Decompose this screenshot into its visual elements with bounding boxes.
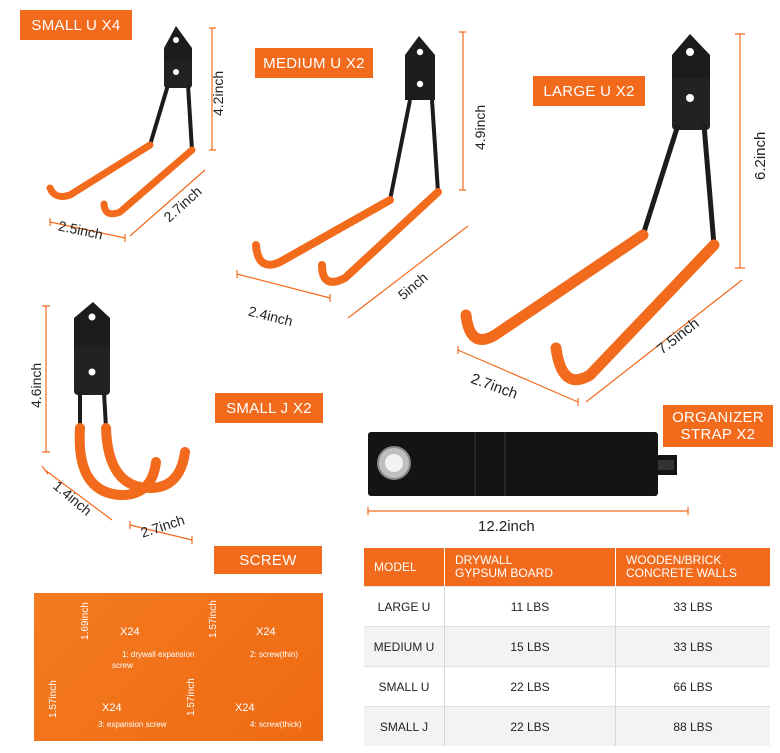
row-drywall: 22 LBS — [444, 666, 616, 707]
load-capacity-table: MODEL DRYWALL GYPSUM BOARD WOODEN/BRICK … — [364, 548, 770, 746]
screw-2-desc: 2: screw(thin) — [250, 650, 299, 659]
screw-3-qty: X24 — [102, 702, 122, 714]
row-drywall: 11 LBS — [444, 586, 616, 627]
screw-1-qty: X24 — [120, 626, 140, 638]
table-row: SMALL J 22 LBS 88 LBS — [364, 706, 770, 746]
small-j-label: SMALL J X2 — [226, 399, 312, 417]
strap-length: 12.2inch — [478, 518, 535, 535]
table-header-row: MODEL DRYWALL GYPSUM BOARD WOODEN/BRICK … — [364, 548, 770, 587]
row-model: SMALL U — [364, 666, 445, 707]
row-drywall: 15 LBS — [444, 626, 616, 667]
small-j-tag: SMALL J X2 — [215, 393, 323, 423]
screw-1-size: 1.69inch — [80, 602, 91, 640]
row-wooden: 66 LBS — [615, 666, 770, 707]
screw-3-desc: 3: expansion screw — [98, 720, 167, 729]
row-drywall: 22 LBS — [444, 706, 616, 746]
row-model: MEDIUM U — [364, 626, 445, 667]
row-wooden: 33 LBS — [615, 586, 770, 627]
screw-1-desc-2: screw — [112, 661, 133, 670]
screw-1-desc: 1: drywall expansion — [122, 650, 195, 659]
table-row: SMALL U 22 LBS 66 LBS — [364, 666, 770, 707]
small-u-label: SMALL U X4 — [31, 16, 121, 34]
large-u-tag: LARGE U X2 — [533, 76, 645, 106]
large-u-label: LARGE U X2 — [543, 82, 635, 100]
small-u-height: 4.2inch — [210, 70, 226, 116]
header-model: MODEL — [364, 548, 445, 587]
large-u-hook-image — [457, 33, 745, 406]
screw-panel — [34, 593, 323, 741]
strap-label-line2: STRAP X2 — [680, 426, 756, 443]
header-wooden: WOODEN/BRICK CONCRETE WALLS — [615, 548, 770, 587]
screw-2-size: 1.57inch — [208, 600, 219, 638]
small-j-height: 4.6inch — [28, 362, 44, 408]
medium-u-label: MEDIUM U X2 — [263, 54, 365, 72]
medium-u-hook-image — [236, 31, 469, 319]
strap-label-line1: ORGANIZER — [672, 409, 764, 426]
screw-label: SCREW — [239, 551, 297, 569]
small-j-hook-image — [41, 302, 193, 544]
row-wooden: 88 LBS — [615, 706, 770, 746]
screw-3-size: 1.57inch — [48, 680, 59, 718]
screw-4-desc: 4: screw(thick) — [250, 720, 302, 729]
small-u-hook-image — [46, 26, 216, 242]
screw-tag: SCREW — [214, 546, 322, 574]
medium-u-tag: MEDIUM U X2 — [255, 48, 373, 78]
row-model: LARGE U — [364, 586, 445, 627]
table-row: MEDIUM U 15 LBS 33 LBS — [364, 626, 770, 667]
row-model: SMALL J — [364, 706, 445, 746]
screw-4-qty: X24 — [235, 702, 255, 714]
screw-4-size: 1.57inch — [186, 678, 197, 716]
header-drywall: DRYWALL GYPSUM BOARD — [444, 548, 616, 587]
screw-2-qty: X24 — [256, 626, 276, 638]
row-wooden: 33 LBS — [615, 626, 770, 667]
small-u-tag: SMALL U X4 — [20, 10, 132, 40]
strap-tag: ORGANIZER STRAP X2 — [663, 405, 773, 447]
large-u-height: 6.2inch — [752, 131, 769, 180]
organizer-strap-image — [367, 432, 689, 515]
medium-u-height: 4.9inch — [472, 104, 488, 150]
table-row: LARGE U 11 LBS 33 LBS — [364, 586, 770, 627]
